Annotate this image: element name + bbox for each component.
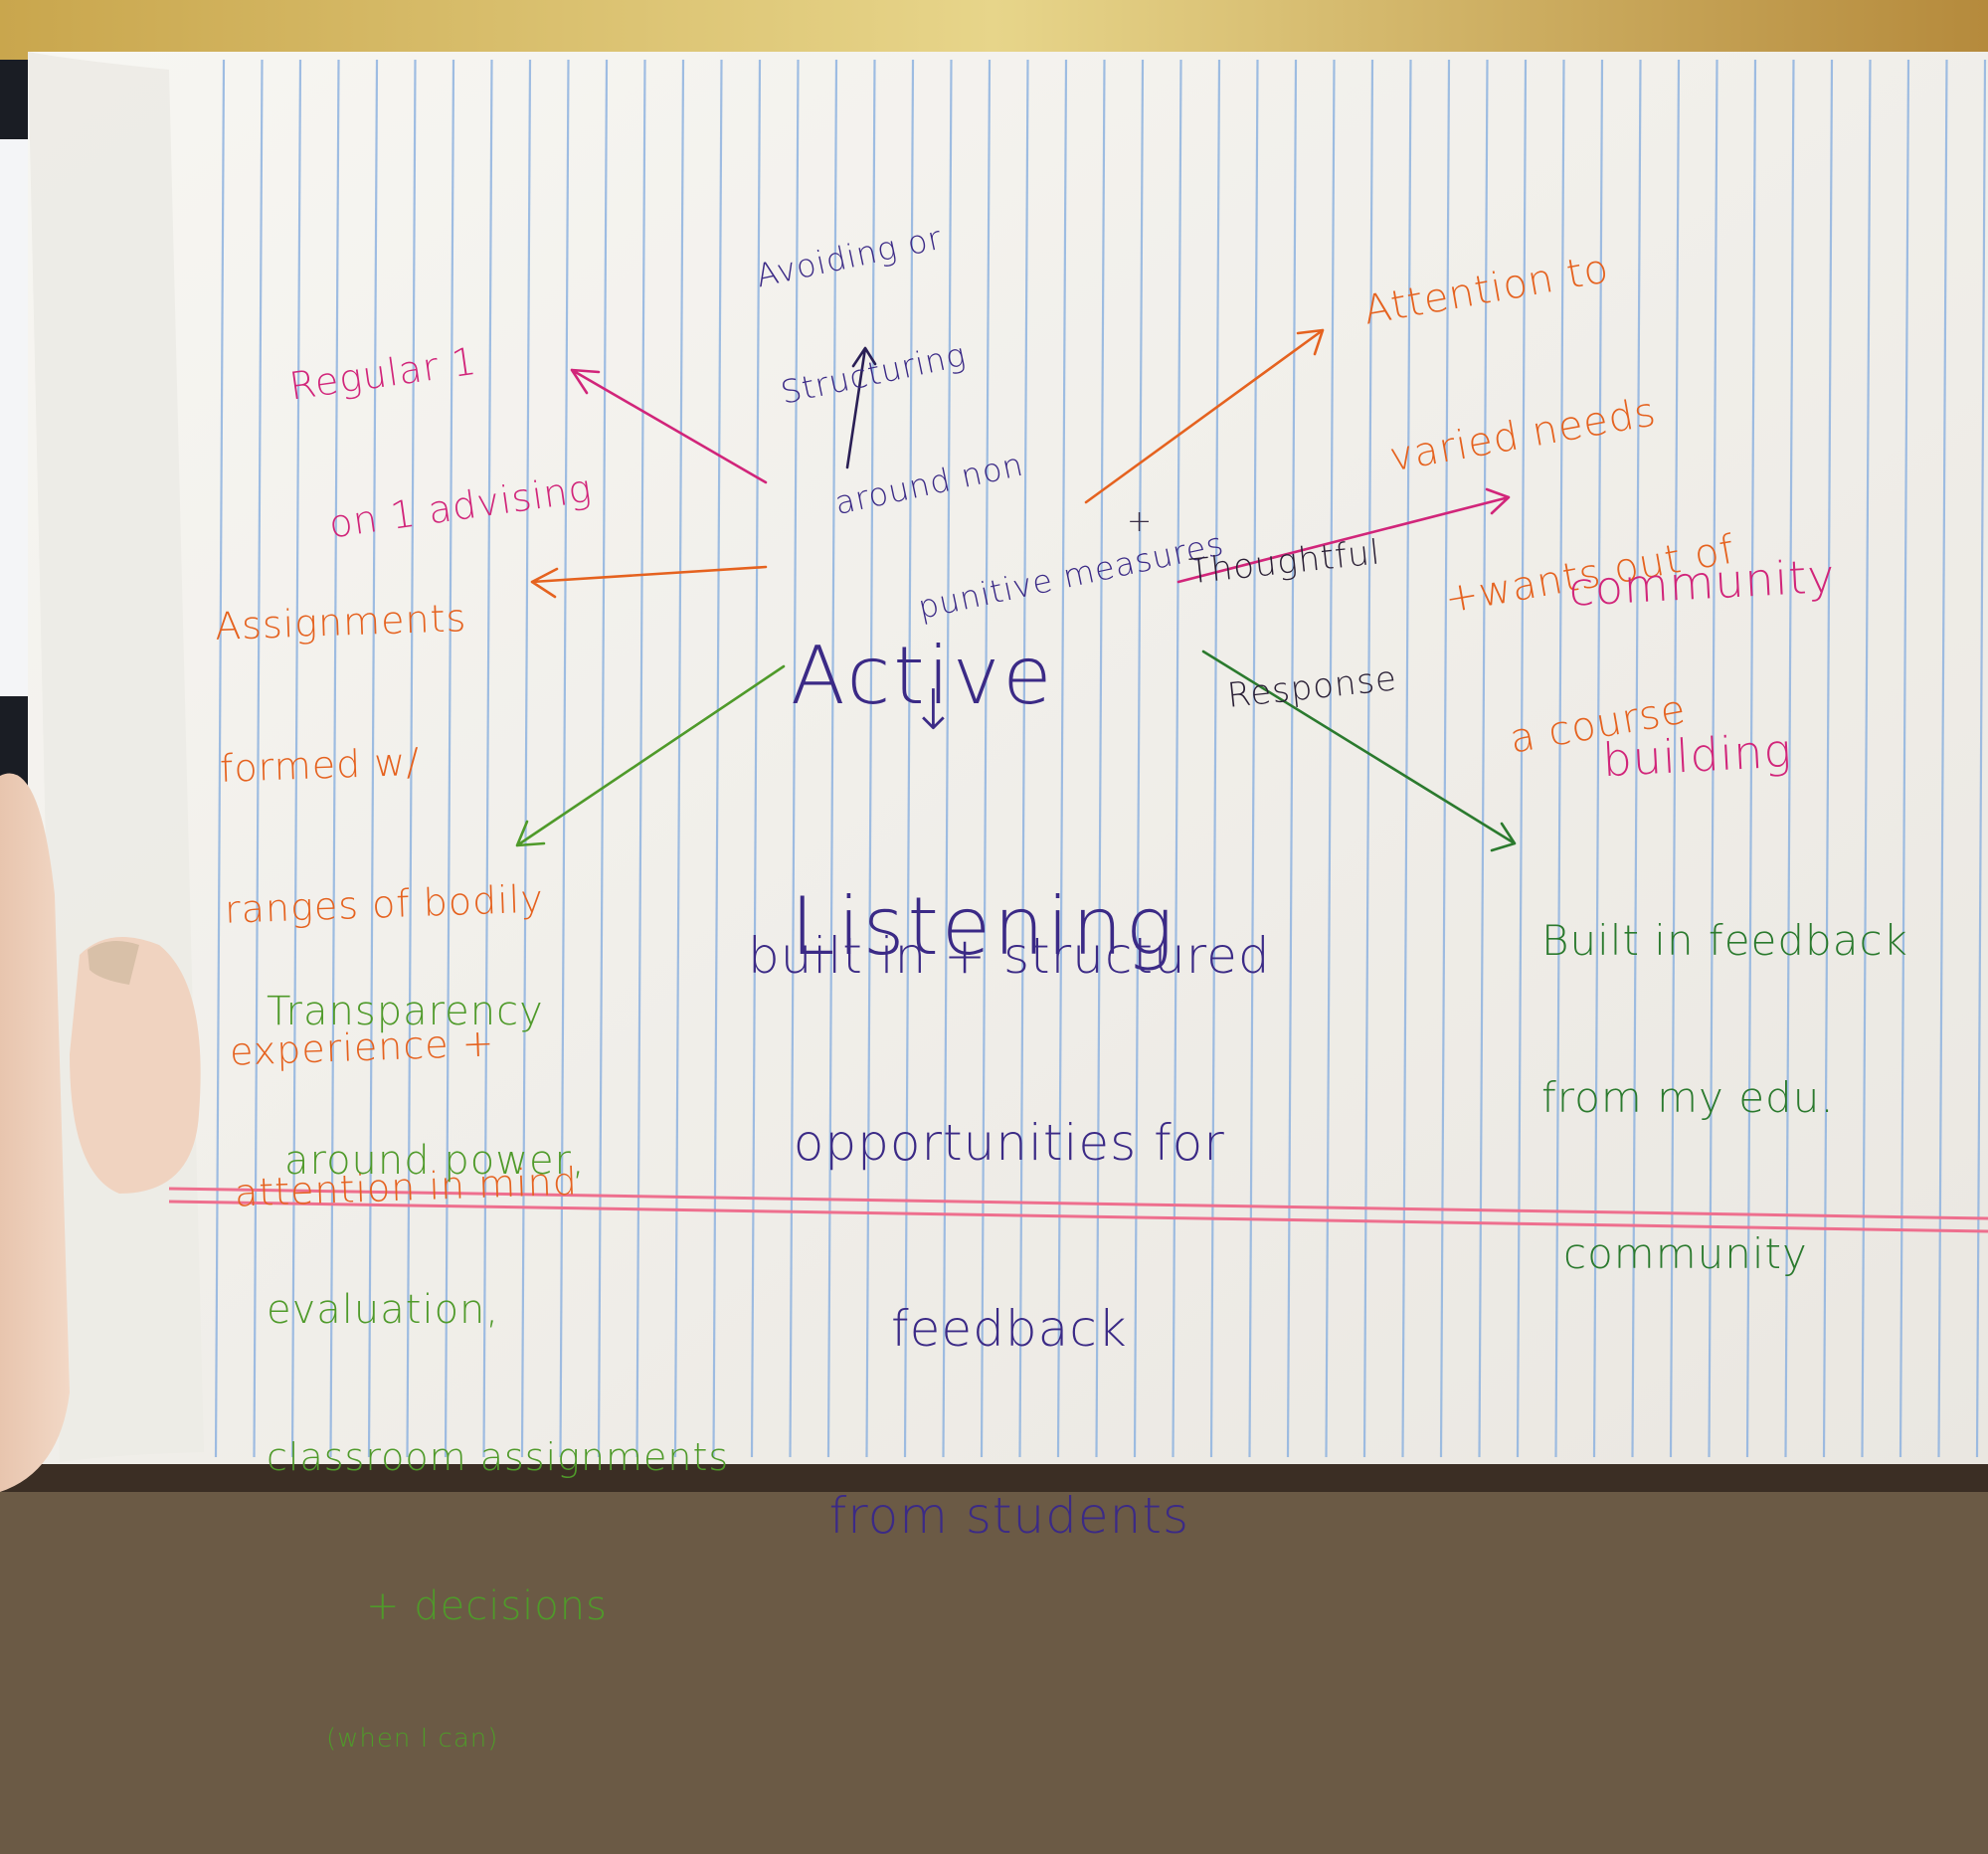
ruled-line <box>712 59 723 1458</box>
ruled-line <box>1861 59 1872 1458</box>
ruled-line <box>1401 59 1412 1458</box>
ruled-line <box>1095 59 1106 1458</box>
arrow-built-community <box>1201 649 1517 852</box>
ruled-line <box>597 59 609 1458</box>
ruled-line <box>1898 59 1910 1458</box>
ruled-line <box>1325 59 1336 1458</box>
ruled-line <box>750 59 762 1458</box>
built-students-line-4: from students <box>828 1486 1190 1545</box>
connector-arrows <box>515 328 1517 852</box>
arrow-regular-advising <box>570 368 768 484</box>
ruled-line <box>1172 59 1182 1458</box>
arrow-transparency <box>515 664 786 847</box>
ruled-line <box>1362 59 1374 1458</box>
notebook-page <box>28 52 1988 1464</box>
ruled-line <box>444 59 455 1458</box>
ruled-line <box>980 59 992 1458</box>
ruled-line <box>329 59 340 1458</box>
ruled-line <box>1209 59 1221 1458</box>
ruled-line <box>826 59 838 1458</box>
ruled-line <box>559 59 570 1458</box>
arrow-assignments <box>530 565 768 599</box>
ruled-line <box>1286 59 1298 1458</box>
ruled-line <box>482 59 493 1458</box>
ruled-line <box>1975 59 1987 1458</box>
ruled-line <box>290 59 302 1458</box>
ruled-line <box>1248 59 1259 1458</box>
arrow-community-building <box>1176 487 1511 584</box>
hand <box>0 773 201 1492</box>
ruled-line <box>1018 59 1029 1458</box>
ruled-line <box>1745 59 1757 1458</box>
ruled-line <box>406 59 417 1458</box>
ruled-line <box>673 59 685 1458</box>
photo-scene <box>0 0 1988 1492</box>
ruled-line <box>1822 59 1834 1458</box>
ruled-line <box>865 59 876 1458</box>
ruled-line <box>1669 59 1681 1458</box>
arrow-attention-needs <box>1084 328 1325 504</box>
ruled-line <box>635 59 646 1458</box>
ruled-line <box>367 59 379 1458</box>
ruled-line <box>214 59 226 1458</box>
margin-lines <box>168 1187 1988 1233</box>
ruled-line <box>253 59 264 1458</box>
arrow-avoiding <box>845 346 877 469</box>
ruled-line <box>1708 59 1718 1458</box>
ruled-line <box>1439 59 1451 1458</box>
transparency-line-5: + decisions <box>366 1582 608 1629</box>
ruled-line <box>789 59 800 1458</box>
transparency-line-6: (when I can) <box>326 1723 499 1754</box>
ruled-line <box>1133 59 1145 1458</box>
ruled-line <box>903 59 915 1458</box>
ruled-line <box>1937 59 1948 1458</box>
ruled-line <box>1056 59 1068 1458</box>
ruled-line <box>520 59 532 1458</box>
ruled-line <box>1784 59 1795 1458</box>
ruled-line <box>942 59 953 1458</box>
